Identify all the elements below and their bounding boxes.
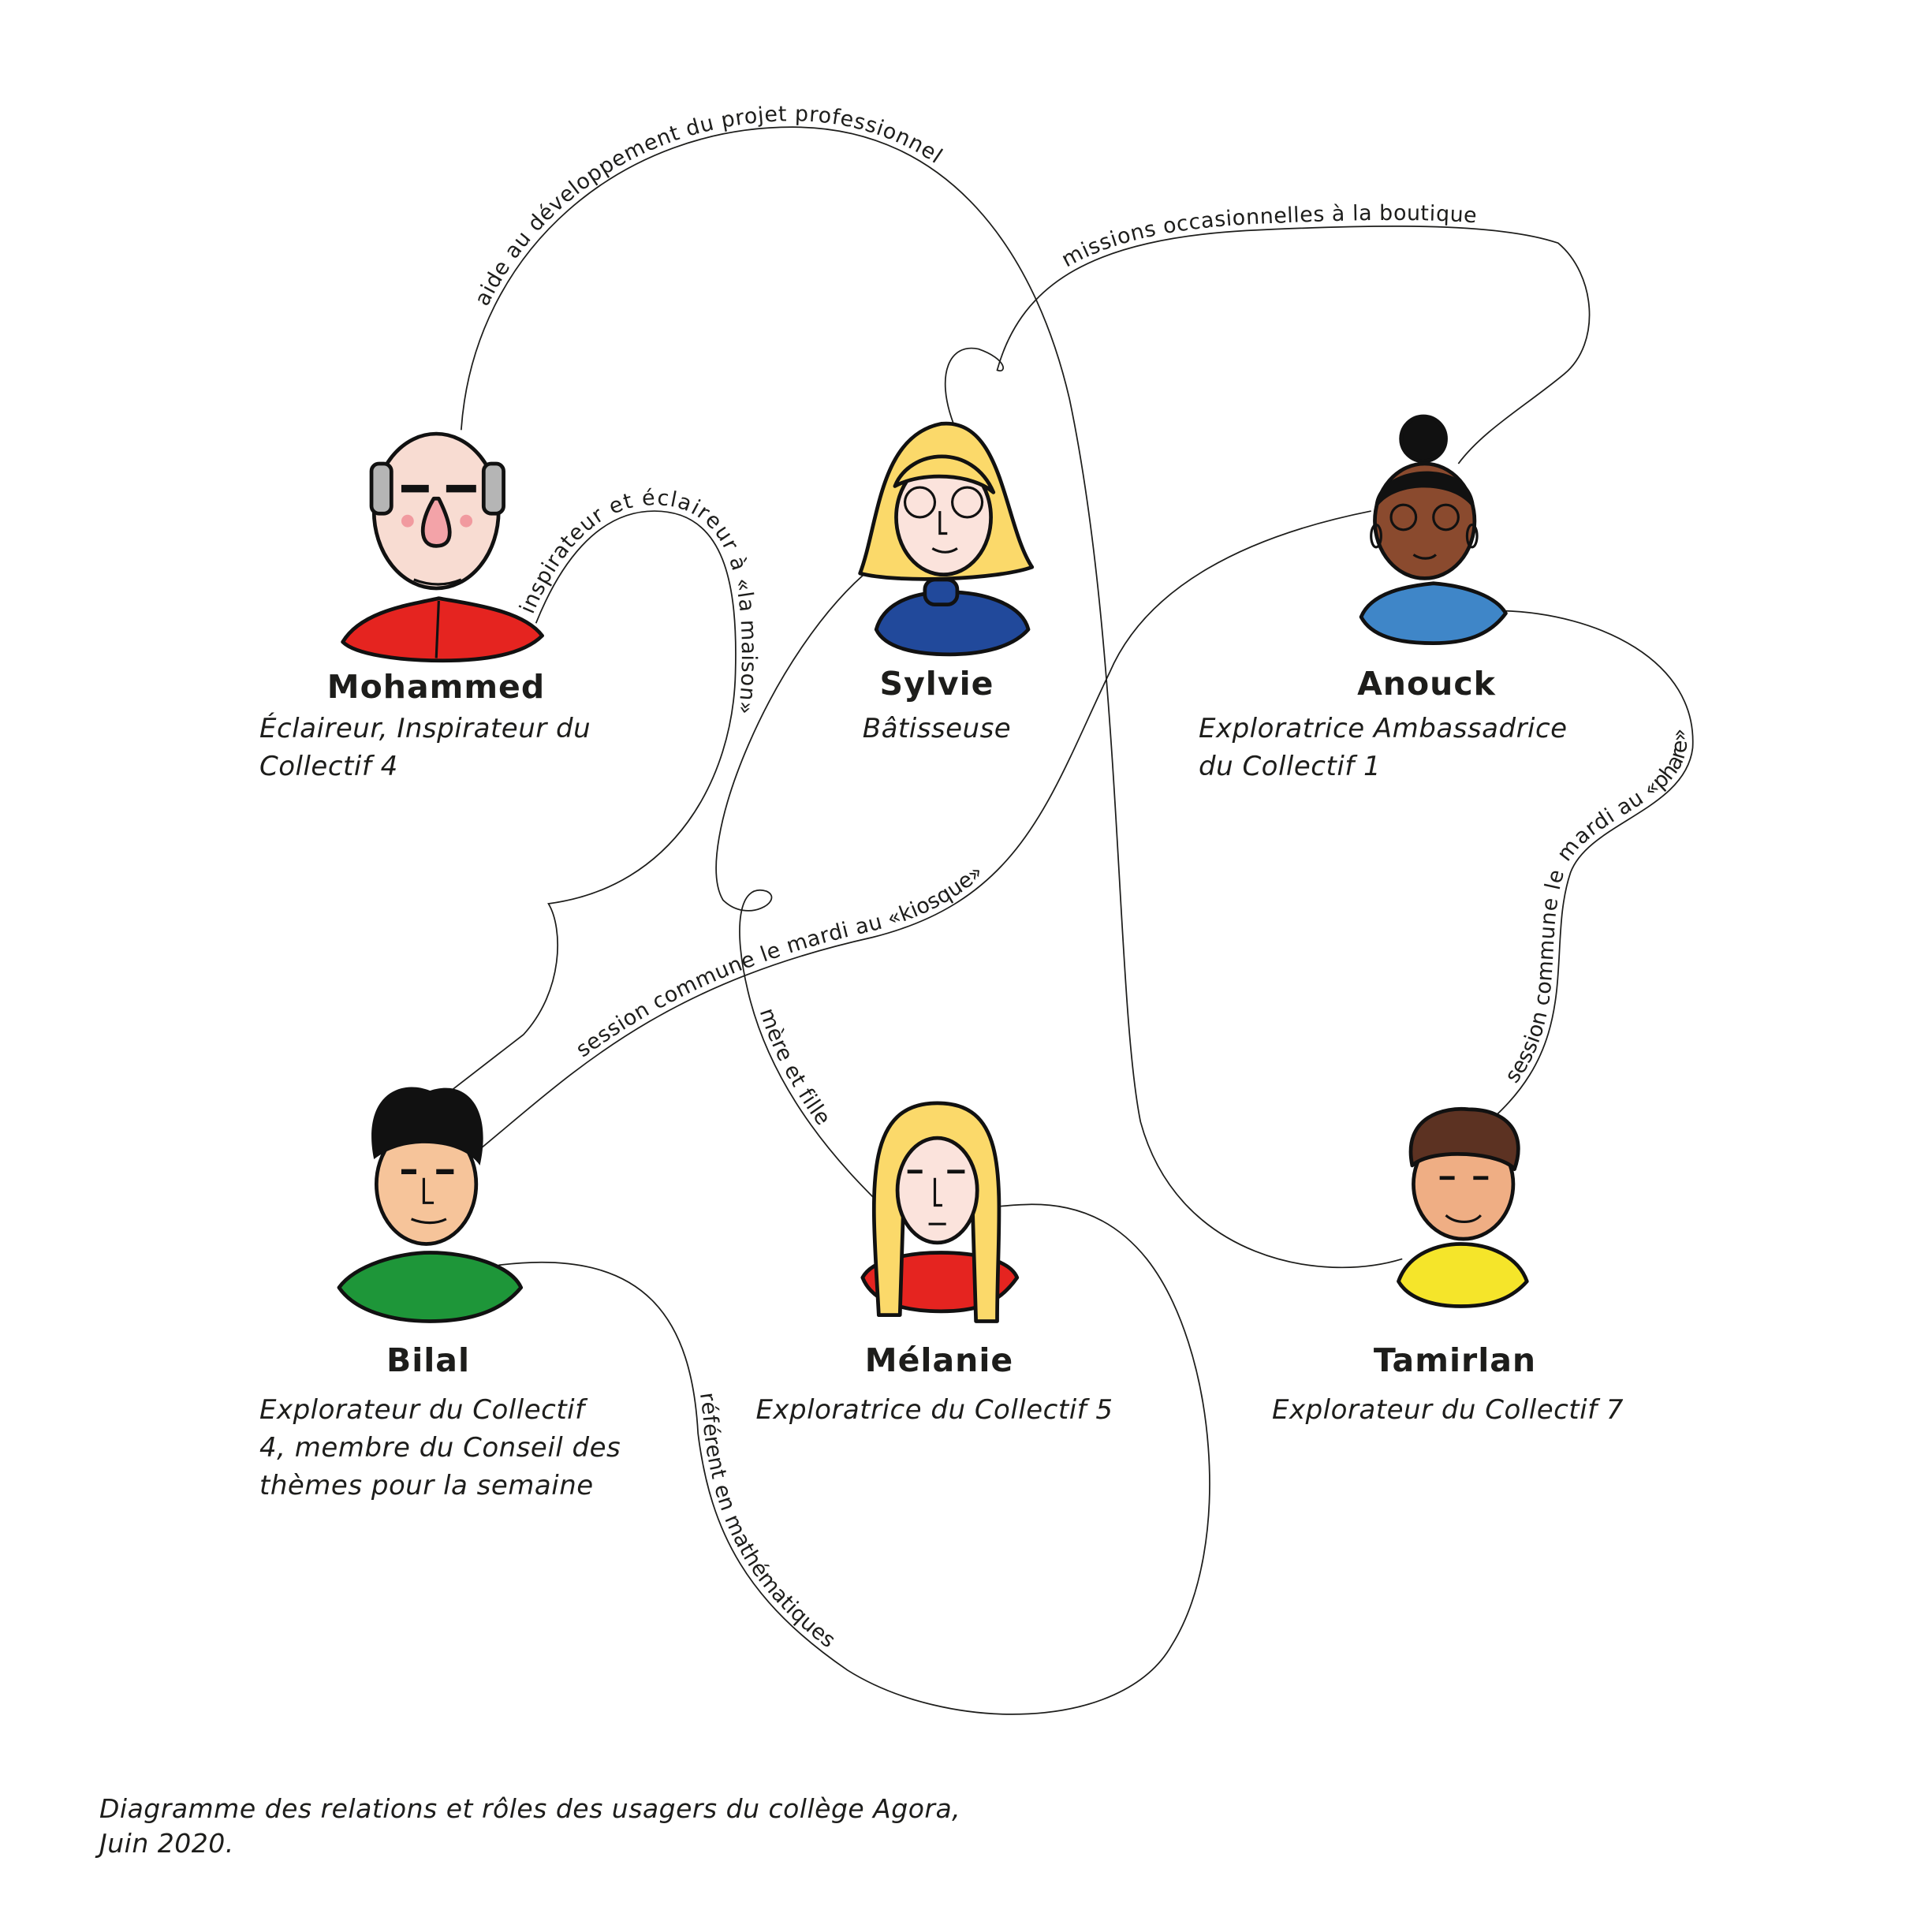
role-line: 4, membre du Conseil des: [259, 1432, 621, 1464]
role-line: Explorateur du Collectif: [259, 1394, 585, 1426]
avatar-bilal: [337, 1087, 524, 1323]
avatar-mohammed: [341, 431, 544, 663]
relation-label: missions occasionnelles à la boutique: [1057, 201, 1478, 272]
role-line: du Collectif 1: [1199, 751, 1382, 782]
person-role-mohammed: Éclaireur, Inspirateur du Collectif 4: [259, 710, 591, 785]
avatar-sylvie: [858, 422, 1035, 657]
avatar-tamirlan: [1397, 1106, 1529, 1308]
person-role-melanie: Exploratrice du Collectif 5: [755, 1391, 1113, 1429]
avatar-melanie: [860, 1101, 1020, 1323]
role-line: Collectif 4: [259, 751, 398, 782]
relation-lines: [446, 126, 1694, 1715]
person-role-anouck: Exploratrice Ambassadrice du Collectif 1: [1199, 710, 1568, 785]
avatar-anouck: [1359, 414, 1508, 645]
person-name-melanie: Mélanie: [864, 1341, 1014, 1379]
caption-line: Juin 2020.: [99, 1828, 234, 1859]
caption-line: Diagramme des relations et rôles des usa…: [99, 1793, 961, 1824]
line-inspirateur-maison: [446, 510, 737, 1095]
relation-label: référent en mathématiques: [695, 1391, 840, 1654]
role-line: thèmes pour la semaine: [259, 1470, 594, 1501]
person-name-bilal: Bilal: [386, 1341, 471, 1379]
line-missions-boutique: [944, 225, 1591, 464]
person-name-mohammed: Mohammed: [326, 668, 546, 706]
role-line: Exploratrice du Collectif 5: [755, 1394, 1113, 1426]
role-line: Exploratrice Ambassadrice: [1199, 713, 1568, 744]
person-name-anouck: Anouck: [1357, 665, 1496, 703]
role-line: Explorateur du Collectif 7: [1271, 1394, 1624, 1426]
figure-caption: Diagramme des relations et rôles des usa…: [99, 1792, 960, 1861]
role-line: Bâtisseuse: [862, 713, 1012, 744]
relation-label: mère et fille: [755, 1005, 836, 1131]
person-role-bilal: Explorateur du Collectif 4, membre du Co…: [259, 1391, 621, 1505]
relation-label: inspirateur et éclaireur à «la maison»: [515, 486, 761, 717]
relation-label: aide au développement du projet professi…: [470, 102, 946, 310]
person-role-sylvie: Bâtisseuse: [863, 710, 1011, 748]
person-role-tamirlan: Explorateur du Collectif 7: [1272, 1391, 1624, 1429]
person-name-tamirlan: Tamirlan: [1373, 1341, 1537, 1379]
role-line: Éclaireur, Inspirateur du: [259, 713, 591, 744]
person-name-sylvie: Sylvie: [879, 665, 994, 703]
